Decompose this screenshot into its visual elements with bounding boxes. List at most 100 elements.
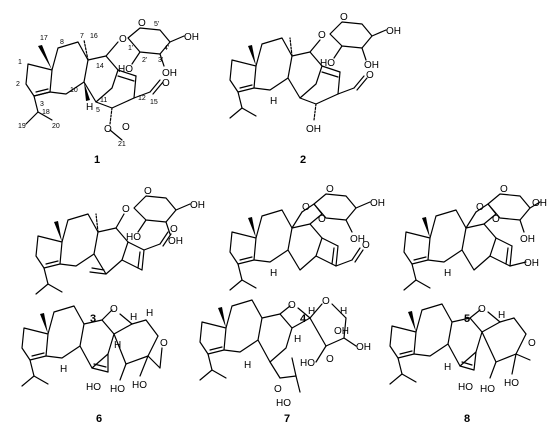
compound-8-atom: H	[444, 362, 451, 373]
compound-1-locant: 12	[138, 95, 146, 102]
compound-3-atom: OH	[190, 200, 205, 211]
compound-1-locant: 1'	[128, 45, 133, 52]
compound-1-locant: 5'	[154, 21, 159, 28]
compound-1-locant: 8	[60, 39, 64, 46]
compound-1-locant: 17	[40, 35, 48, 42]
compound-6-atom: H	[146, 308, 153, 319]
compound-2-atom: O	[366, 70, 374, 81]
compound-8-atom: H	[498, 310, 505, 321]
compound-8-structure: O H O H HO HO HO 8	[389, 303, 536, 425]
compound-3-atom: OH	[168, 236, 183, 247]
compound-1-structure: O O O HO OH OH H O O 17 8 7 16 14 1 2 3 …	[16, 18, 199, 166]
compound-4-label: 4	[300, 313, 307, 325]
compound-8-atom: HO	[480, 384, 495, 395]
compound-7-atom: O	[288, 300, 296, 311]
compound-1-locant: 11	[100, 97, 107, 104]
compound-5-atom: O	[500, 184, 508, 195]
compound-6-atom: HO	[86, 382, 101, 393]
compound-2-atom: OH	[364, 60, 379, 71]
compound-6-structure: O H H O H HO HO HO H 6	[21, 304, 168, 425]
compound-1-locant: 2'	[142, 57, 147, 64]
compound-6-atom: O	[160, 338, 168, 349]
compound-7-atom: O	[322, 296, 330, 307]
compound-2-structure: O O OH OH HO H OH O 2	[229, 12, 401, 166]
compound-1-label: 1	[94, 154, 100, 166]
compound-2-atom: H	[270, 96, 277, 107]
compound-8-label: 8	[464, 413, 470, 425]
compound-4-atom: O	[326, 184, 334, 195]
compound-1-atom: O	[119, 34, 127, 45]
compound-8-atom: HO	[504, 378, 519, 389]
compound-7-atom: O	[326, 354, 334, 365]
compound-6-label: 6	[96, 413, 102, 425]
compound-2-atom: OH	[386, 26, 401, 37]
compound-1-atom: H	[86, 102, 93, 113]
compound-1-locant: 3	[40, 101, 44, 108]
compound-6-atom: O	[110, 304, 118, 315]
compound-1-atom: HO	[118, 64, 133, 75]
compound-5-atom: OH	[532, 198, 547, 209]
compound-1-locant: 3'	[158, 57, 163, 64]
compound-5-atom: H	[444, 268, 451, 279]
compound-4-atom: O	[318, 214, 326, 225]
compound-1-locant: 16	[90, 33, 98, 40]
compound-1-locant: 20	[52, 123, 60, 130]
compound-1-atom: OH	[162, 68, 177, 79]
compound-6-atom: H	[130, 312, 137, 323]
compound-7-atom: OH	[356, 342, 371, 353]
compound-2-atom: O	[318, 30, 326, 41]
compound-4-atom: O	[302, 202, 310, 213]
compound-8-atom: O	[528, 338, 536, 349]
compound-4-atom: O	[362, 240, 370, 251]
compound-1-atom: O	[104, 124, 112, 135]
compound-8-atom: O	[478, 304, 486, 315]
compound-3-atom: O	[170, 224, 178, 235]
compound-1-locant: 15	[150, 99, 158, 106]
compound-6-atom: HO	[132, 380, 147, 391]
compound-3-atom: HO	[126, 232, 141, 243]
compound-1-atom: O	[122, 122, 130, 133]
compound-2-atom: HO	[320, 58, 335, 69]
compound-1-atom: OH	[184, 32, 199, 43]
compound-1-locant: 14	[96, 63, 104, 70]
compound-3-structure: O O OH OH HO O 3	[35, 186, 205, 325]
compound-4-structure: O O O OH OH H O 4	[229, 184, 385, 325]
compound-7-atom: O	[274, 384, 282, 395]
compound-8-atom: HO	[458, 382, 473, 393]
compound-7-atom: H	[308, 306, 315, 317]
compound-7-atom: HO	[276, 398, 291, 409]
compound-6-atom: H	[60, 364, 67, 375]
compound-2-label: 2	[300, 154, 306, 166]
compound-4-atom: H	[270, 268, 277, 279]
compound-3-atom: O	[122, 204, 130, 215]
compound-7-structure: O H O H OH H H O O OH HO HO 7	[199, 296, 371, 425]
compound-1-locant: 19	[18, 123, 26, 130]
compound-7-atom: H	[294, 334, 301, 345]
compound-1-atom: O	[138, 18, 146, 29]
compound-1-locant: 21	[118, 141, 126, 148]
compound-2-atom: O	[340, 12, 348, 23]
compound-3-label: 3	[90, 313, 96, 325]
compound-5-atom: OH	[524, 258, 539, 269]
compound-1-locant: 2	[16, 81, 20, 88]
compound-5-atom: O	[492, 214, 500, 225]
compound-1-locant: 10	[70, 87, 78, 94]
compound-1-locant: 18	[42, 109, 50, 116]
compound-1-locant: 5	[96, 107, 100, 114]
compound-6-atom: HO	[110, 384, 125, 395]
compound-5-structure: O O O OH OH H OH 5	[403, 184, 547, 325]
compound-5-atom: OH	[520, 234, 535, 245]
compound-7-atom: HO	[300, 358, 315, 369]
compound-1-locant: 7	[80, 33, 84, 40]
compound-1-atom: O	[162, 78, 170, 89]
compound-7-label: 7	[284, 413, 290, 425]
compound-5-atom: O	[476, 202, 484, 213]
compound-1-locant: 4'	[164, 45, 169, 52]
compound-2-atom: OH	[306, 124, 321, 135]
compound-7-atom: H	[340, 306, 347, 317]
compound-7-atom: OH	[334, 326, 349, 337]
compound-3-atom: O	[144, 186, 152, 197]
compound-7-atom: H	[244, 360, 251, 371]
